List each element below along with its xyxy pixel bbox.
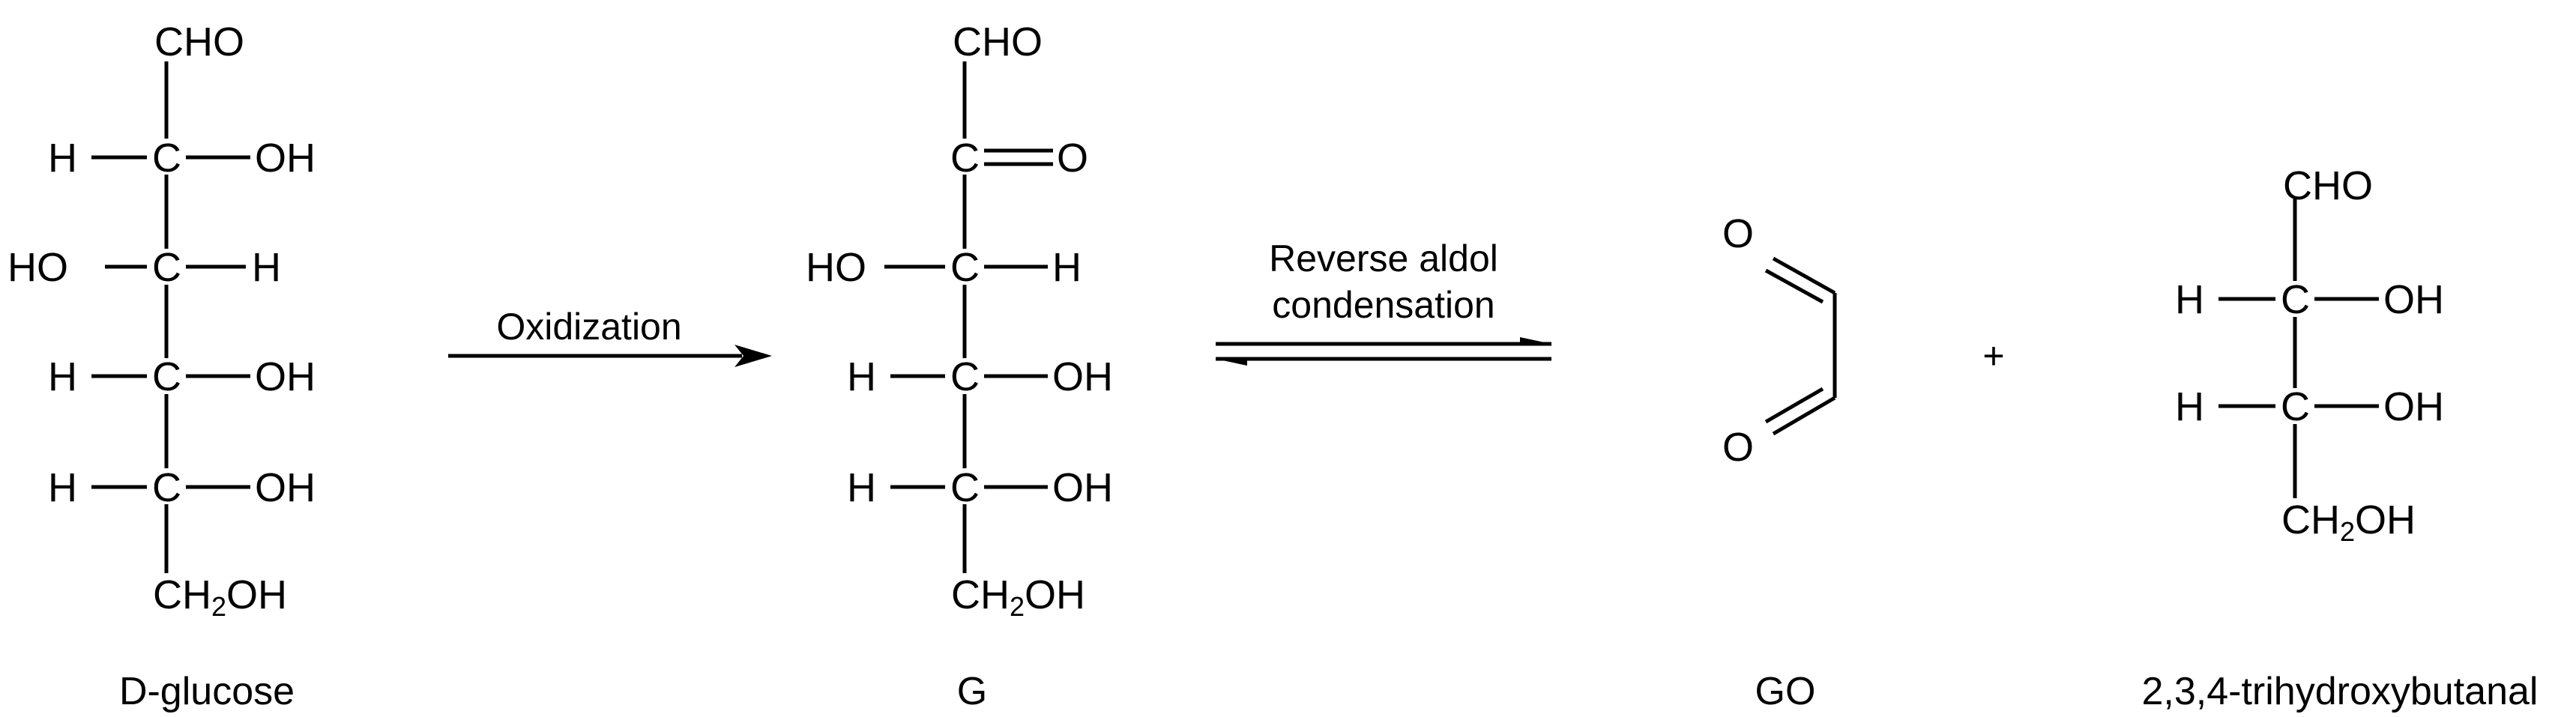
compound-label-trihydroxybutanal: 2,3,4-trihydroxybutanal — [2142, 670, 2539, 713]
atom-c: C — [2281, 384, 2310, 429]
hydroxyl-group: OH — [255, 136, 316, 181]
trihydroxybutanal-structure: CHO H C OH H C OH CH2OH 2,3,4-trihydroxy… — [2142, 163, 2539, 713]
reverse-aldol-label-line2: condensation — [1272, 284, 1494, 326]
hydroxymethyl-group: CH2OH — [153, 572, 287, 622]
atom-c: C — [950, 245, 980, 290]
hydroxyl-group: OH — [255, 354, 316, 399]
atom-c: C — [152, 136, 181, 181]
compound-label-d-glucose: D-glucose — [119, 670, 295, 713]
atom-c: C — [950, 136, 980, 181]
atom-c: C — [950, 465, 980, 510]
aldehyde-group: CHO — [2283, 163, 2373, 208]
atom-h: H — [1052, 245, 1082, 290]
compound-label-g: G — [957, 670, 987, 713]
hydroxyl-group: HO — [806, 245, 866, 290]
hydroxyl-group: OH — [1052, 354, 1113, 399]
atom-o: O — [1057, 136, 1088, 181]
reverse-aldol-label-line1: Reverse aldol — [1269, 238, 1498, 279]
d-glucose-structure: CHO H C OH HO C H H C OH H C OH CH2OH D-… — [7, 19, 316, 713]
atom-c: C — [950, 354, 980, 399]
atom-h: H — [48, 465, 77, 510]
atom-c: C — [152, 245, 181, 290]
aldehyde-group: CHO — [154, 19, 244, 64]
hydroxymethyl-group: CH2OH — [2281, 497, 2416, 547]
atom-h: H — [847, 354, 876, 399]
atom-h: H — [2175, 384, 2204, 429]
atom-c: C — [152, 465, 181, 510]
forward-arrow-icon — [448, 345, 772, 367]
hydroxymethyl-group: CH2OH — [951, 572, 1085, 622]
go-structure: O O GO — [1722, 211, 1837, 713]
hydroxyl-group: HO — [7, 245, 68, 290]
atom-c: C — [152, 354, 181, 399]
atom-h: H — [252, 245, 281, 290]
compound-label-go: GO — [1755, 670, 1816, 713]
equilibrium-arrows-icon — [1216, 337, 1551, 366]
hydroxyl-group: OH — [1052, 465, 1113, 510]
atom-h: H — [2175, 277, 2204, 322]
plus-sign: + — [1982, 335, 2004, 377]
atom-h: H — [48, 354, 77, 399]
aldehyde-group: CHO — [953, 19, 1043, 64]
atom-o: O — [1722, 211, 1754, 256]
hydroxyl-group: OH — [255, 465, 316, 510]
hydroxyl-group: OH — [2383, 277, 2444, 322]
oxidization-label: Oxidization — [496, 306, 681, 348]
g-structure: CHO C O HO C H H C OH H C OH CH2OH G — [806, 19, 1113, 713]
atom-o: O — [1722, 425, 1754, 470]
atom-h: H — [48, 136, 77, 181]
hydroxyl-group: OH — [2383, 384, 2444, 429]
atom-h: H — [847, 465, 876, 510]
atom-c: C — [2281, 277, 2310, 322]
